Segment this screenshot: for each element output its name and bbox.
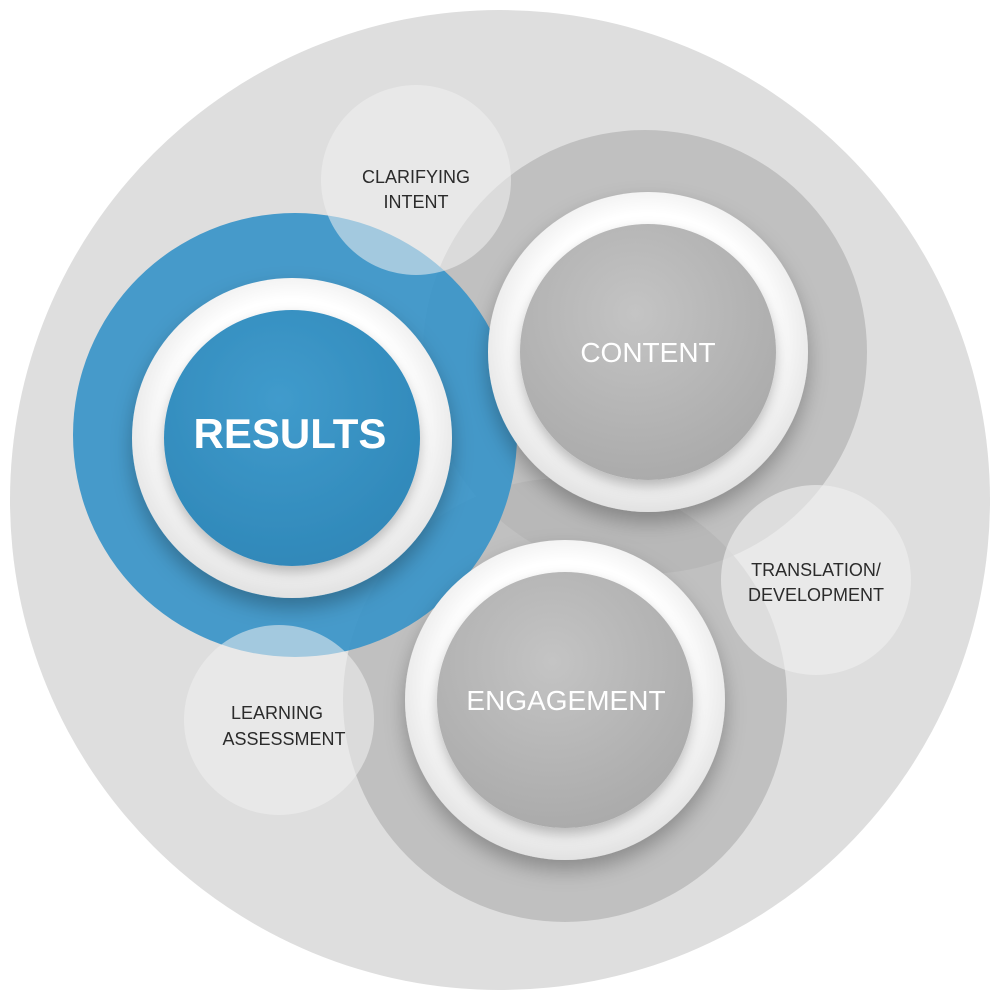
learning-assessment-bubble bbox=[184, 625, 374, 815]
engagement-node: ENGAGEMENT bbox=[405, 540, 725, 860]
results-inner bbox=[164, 310, 420, 566]
translation-development-label-line1: TRANSLATION/ bbox=[751, 560, 881, 580]
results-node: RESULTS bbox=[132, 278, 452, 598]
engagement-inner bbox=[437, 572, 693, 828]
clarifying-intent-label-line1: CLARIFYING bbox=[362, 167, 470, 187]
content-node: CONTENT bbox=[488, 192, 808, 512]
results-label: RESULTS bbox=[194, 410, 387, 457]
translation-development-bubble bbox=[721, 485, 911, 675]
clarifying-intent-bubble bbox=[321, 85, 511, 275]
content-label: CONTENT bbox=[580, 337, 715, 368]
translation-development-label-line2: DEVELOPMENT bbox=[748, 585, 884, 605]
learning-assessment-label-line1: LEARNING bbox=[231, 703, 323, 723]
clarifying-intent-label-line2: INTENT bbox=[384, 192, 449, 212]
learning-assessment-label-line2: ASSESSMENT bbox=[222, 729, 345, 749]
content-inner bbox=[520, 224, 776, 480]
engagement-label: ENGAGEMENT bbox=[466, 685, 665, 716]
